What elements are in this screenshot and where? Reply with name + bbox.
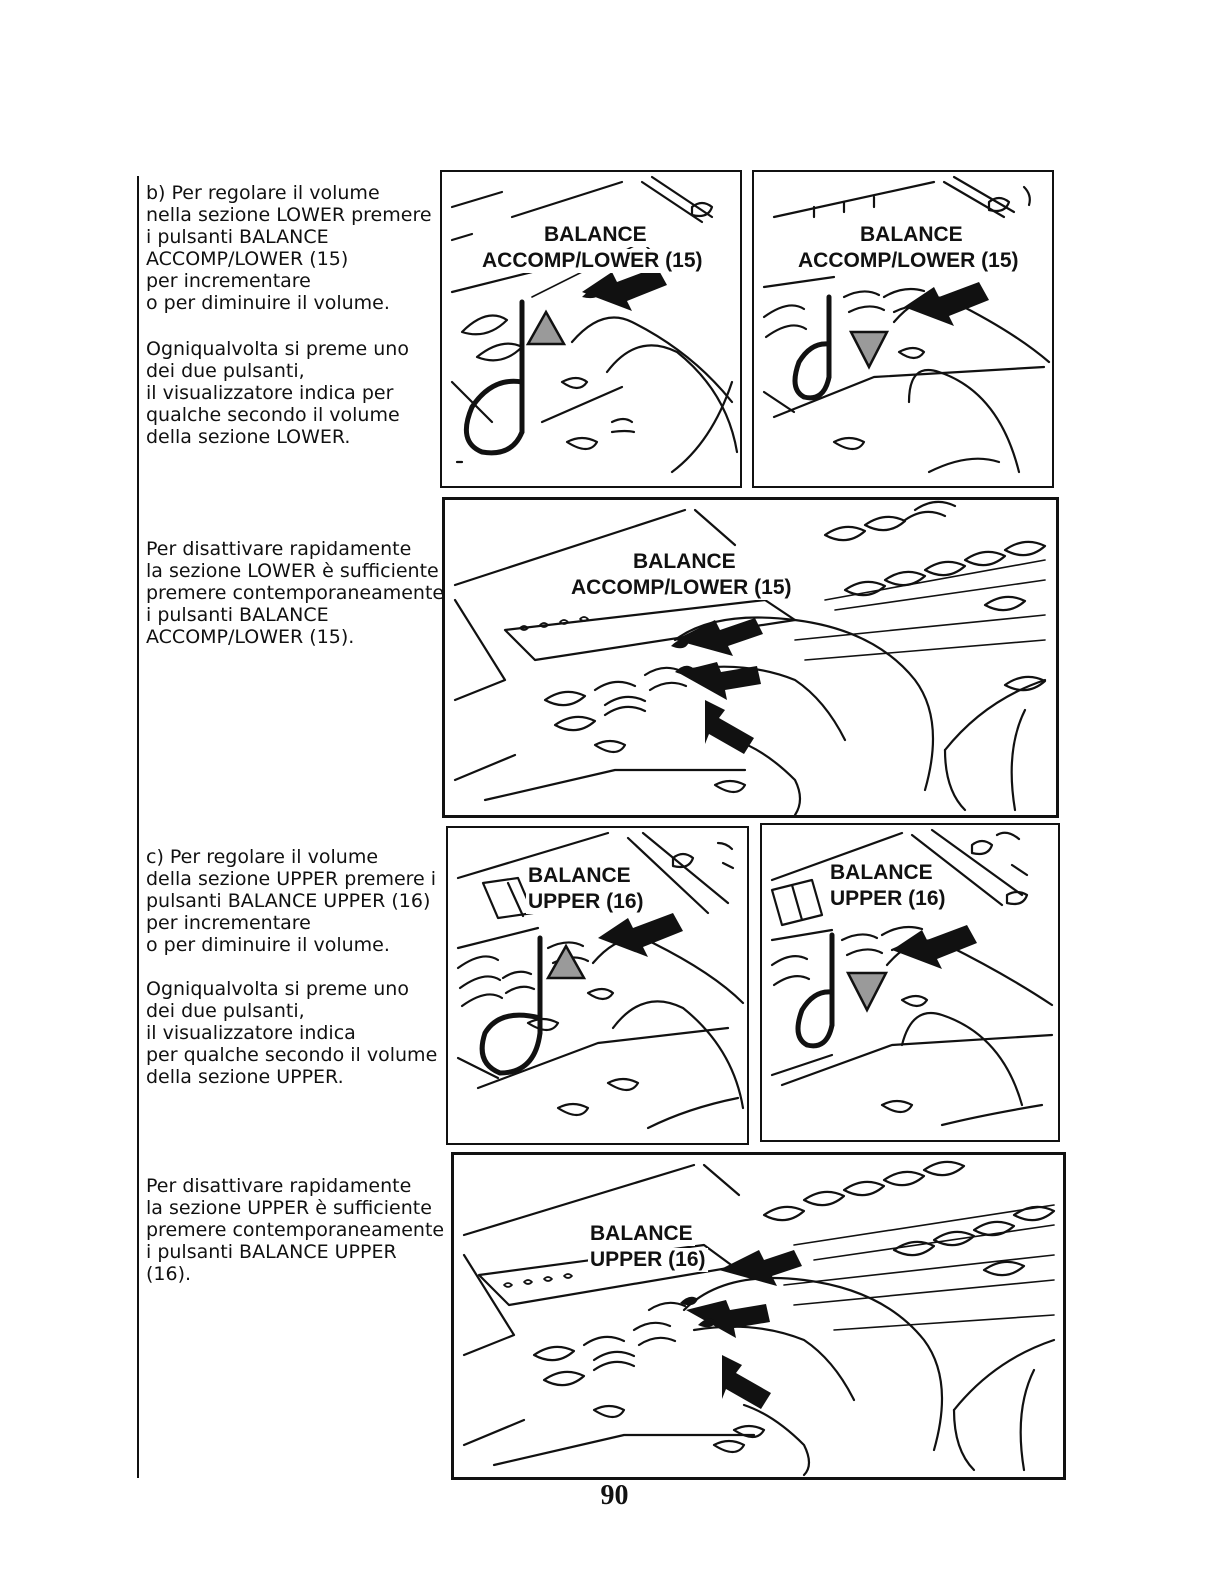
- text-line: dei due pulsanti,: [146, 1000, 305, 1022]
- text-line: la sezione UPPER è sufficiente: [146, 1197, 432, 1219]
- text-line: Per disattivare rapidamente: [146, 1175, 412, 1197]
- para-lower-off: Per disattivare rapidamente la sezione L…: [146, 538, 445, 648]
- keyboard-sketch: [450, 175, 739, 474]
- keyboard-sketch: [770, 828, 1054, 1127]
- figure-upper-down: BALANCE UPPER (16): [760, 823, 1060, 1142]
- text-line: nella sezione LOWER premere: [146, 204, 432, 226]
- margin-rule: [137, 176, 139, 1478]
- text-line: la sezione LOWER è sufficiente: [146, 560, 439, 582]
- text-line: qualche secondo il volume: [146, 404, 400, 426]
- text-line: della sezione UPPER premere i: [146, 868, 437, 890]
- text-line: della sezione LOWER.: [146, 426, 351, 448]
- text-line: Ogniqualvolta si preme uno: [146, 338, 409, 360]
- text-line: (16).: [146, 1263, 192, 1285]
- figure-label: BALANCE: [828, 861, 935, 885]
- text-line: b) Per regolare il volume: [146, 182, 380, 204]
- text-line: i pulsanti BALANCE: [146, 604, 329, 626]
- figure-label: BALANCE: [542, 223, 649, 247]
- text-line: dei due pulsanti,: [146, 360, 305, 382]
- figure-label: BALANCE: [858, 223, 965, 247]
- text-line: premere contemporaneamente: [146, 582, 445, 604]
- keyboard-sketch: [762, 175, 1051, 474]
- figure-lower-up: BALANCE ACCOMP/LOWER (15): [440, 170, 742, 488]
- text-line: i pulsanti BALANCE UPPER: [146, 1241, 397, 1263]
- figure-label: BALANCE: [526, 864, 633, 888]
- para-b-display: Ogniqualvolta si preme uno dei due pulsa…: [146, 338, 436, 448]
- text-line: ACCOMP/LOWER (15): [146, 248, 349, 270]
- figure-label: ACCOMP/LOWER (15): [480, 249, 705, 273]
- text-line: c) Per regolare il volume: [146, 846, 379, 868]
- text-line: per incrementare: [146, 912, 311, 934]
- figure-lower-down: BALANCE ACCOMP/LOWER (15): [752, 170, 1054, 488]
- figure-label: UPPER (16): [828, 887, 948, 911]
- para-b-lower: b) Per regolare il volume nella sezione …: [146, 182, 436, 314]
- figure-label: BALANCE: [631, 550, 738, 574]
- figure-lower-both: BALANCE ACCOMP/LOWER (15): [442, 497, 1059, 818]
- page-number: 90: [600, 1480, 629, 1511]
- text-line: pulsanti BALANCE UPPER (16): [146, 890, 431, 912]
- figure-label: UPPER (16): [526, 890, 646, 914]
- text-line: per incrementare: [146, 270, 311, 292]
- keyboard-sketch: [456, 831, 745, 1130]
- text-line: o per diminuire il volume.: [146, 292, 390, 314]
- figure-label: ACCOMP/LOWER (15): [569, 576, 794, 600]
- text-line: ACCOMP/LOWER (15).: [146, 626, 355, 648]
- text-line: i pulsanti BALANCE: [146, 226, 329, 248]
- text-line: della sezione UPPER.: [146, 1066, 344, 1088]
- para-upper-off: Per disattivare rapidamente la sezione U…: [146, 1175, 445, 1285]
- keyboard-sketch: [462, 1160, 1056, 1477]
- figure-upper-both: BALANCE UPPER (16): [451, 1152, 1066, 1480]
- text-line: o per diminuire il volume.: [146, 934, 390, 956]
- para-c-display: Ogniqualvolta si preme uno dei due pulsa…: [146, 978, 438, 1088]
- figure-upper-up: BALANCE UPPER (16): [446, 826, 749, 1145]
- figure-label: ACCOMP/LOWER (15): [796, 249, 1021, 273]
- figure-label: UPPER (16): [588, 1248, 708, 1272]
- text-line: il visualizzatore indica per: [146, 382, 394, 404]
- text-line: per qualche secondo il volume: [146, 1044, 438, 1066]
- figure-label: BALANCE: [588, 1222, 695, 1246]
- text-line: Per disattivare rapidamente: [146, 538, 412, 560]
- para-c-upper: c) Per regolare il volume della sezione …: [146, 846, 436, 956]
- text-line: il visualizzatore indica: [146, 1022, 356, 1044]
- text-line: premere contemporaneamente: [146, 1219, 445, 1241]
- text-line: Ogniqualvolta si preme uno: [146, 978, 409, 1000]
- keyboard-sketch: [453, 500, 1047, 815]
